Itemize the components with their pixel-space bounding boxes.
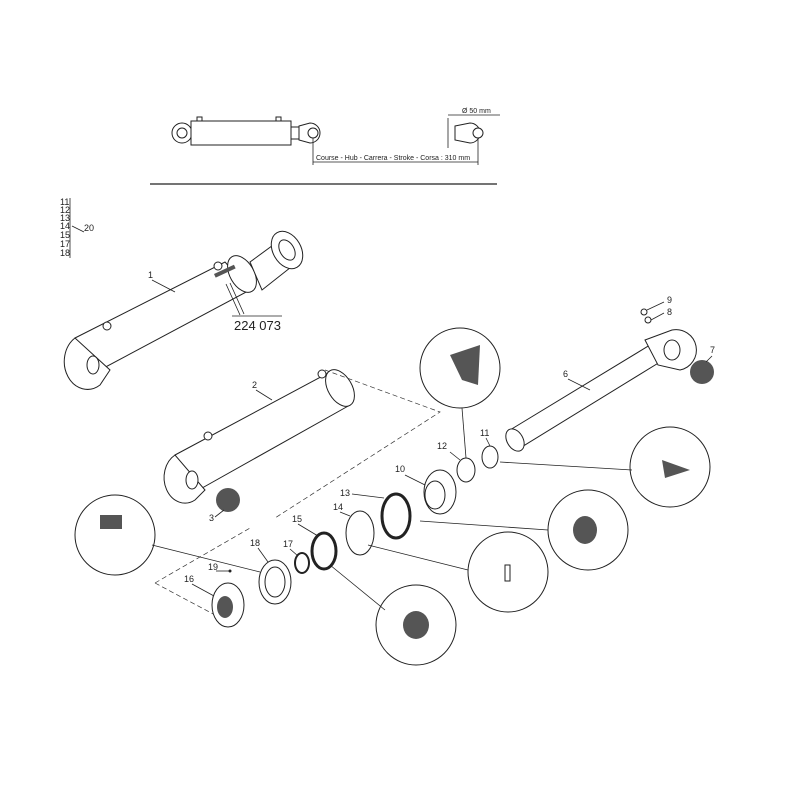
rod-eye-bushing — [690, 360, 714, 384]
overview-cylinder: Ø 50 mm Course - Hub - Carrera - Stroke … — [150, 108, 500, 185]
callout-15: 15 — [292, 514, 302, 524]
rod-eye-diameter-label: Ø 50 mm — [462, 108, 491, 115]
callout-16: 16 — [184, 574, 194, 584]
callout-1: 1 — [148, 270, 153, 280]
piston-rod — [505, 308, 714, 452]
kit-item: 14 — [60, 221, 70, 231]
assembled-cylinder: 224 073 — [63, 230, 304, 390]
kit-item: 12 — [60, 205, 70, 215]
part-callouts: 1 2 3 6 7 8 9 10 11 12 13 14 15 16 17 18… — [148, 270, 715, 597]
callout-2: 2 — [252, 380, 257, 390]
kit-item: 15 — [60, 230, 70, 240]
kit-item: 11 — [60, 197, 69, 207]
callout-12: 12 — [437, 441, 447, 451]
callout-6: 6 — [563, 369, 568, 379]
grease-nipple-cap — [216, 488, 240, 512]
callout-8: 8 — [667, 307, 672, 317]
seal-kit-list: 11 12 13 14 15 17 18 20 — [60, 197, 94, 258]
callout-11: 11 — [480, 428, 489, 438]
kit-item: 18 — [60, 248, 70, 258]
callout-18: 18 — [250, 538, 260, 548]
kit-number-label: 20 — [84, 223, 94, 233]
callout-10: 10 — [395, 464, 405, 474]
detail-views — [74, 327, 711, 666]
callout-14: 14 — [333, 502, 343, 512]
callout-7: 7 — [710, 345, 715, 355]
seal-components — [211, 445, 499, 628]
stroke-length-label: Course - Hub - Carrera - Stroke - Corsa … — [316, 155, 470, 162]
callout-9: 9 — [667, 295, 672, 305]
callout-3: 3 — [209, 513, 214, 523]
kit-item: 17 — [60, 239, 70, 249]
kit-item: 13 — [60, 213, 70, 223]
cylinder-barrel — [154, 369, 441, 616]
callout-13: 13 — [340, 488, 350, 498]
reference-number: 224 073 — [234, 318, 281, 333]
callout-19: 19 — [208, 562, 218, 572]
callout-17: 17 — [283, 539, 293, 549]
